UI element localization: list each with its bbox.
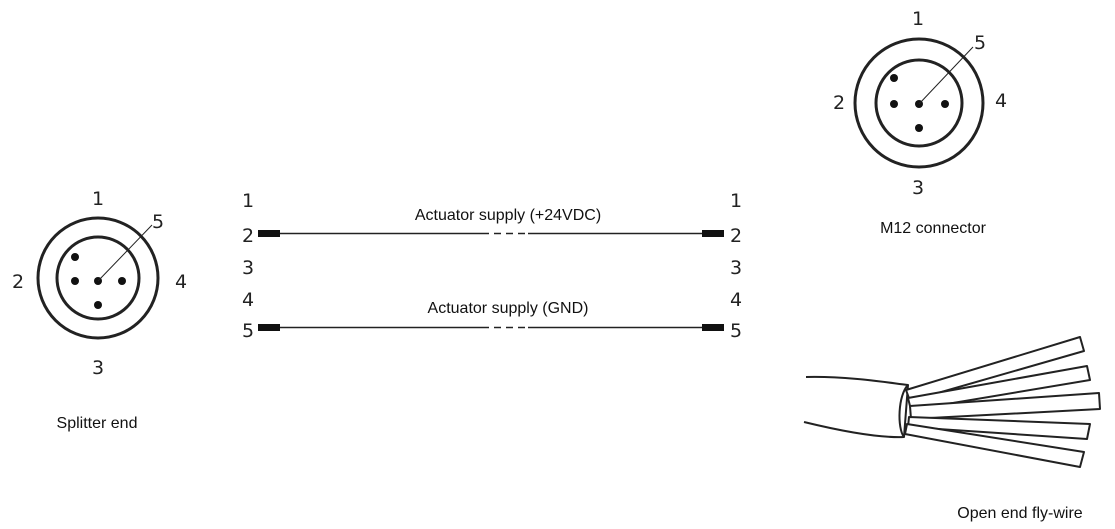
m12-connector: 1 5 2 4 3 M12 connector <box>833 8 1007 237</box>
m12-inner-ring <box>874 58 964 148</box>
flywire-wire-3 <box>909 392 1101 420</box>
wire-pin5: Actuator supply (GND) <box>258 300 724 331</box>
wire-pin5-label: Actuator supply (GND) <box>428 300 589 317</box>
right-pin-5: 5 <box>730 320 742 342</box>
m12-pin-dot-1 <box>890 74 898 82</box>
left-pin-2: 2 <box>242 225 254 247</box>
flywire-caption: Open end fly-wire <box>957 505 1082 522</box>
left-pin-1: 1 <box>242 190 254 212</box>
m12-pin-label-3: 3 <box>912 177 924 199</box>
splitter-inner-ring <box>55 235 141 321</box>
splitter-pin-label-4: 4 <box>175 271 187 293</box>
flywire-illustration: Open end fly-wire <box>803 336 1101 522</box>
splitter-pin-dot-4 <box>118 277 126 285</box>
splitter-pin-label-3: 3 <box>92 357 104 379</box>
flywire-jacket-end <box>898 384 909 438</box>
wire-pin2-label: Actuator supply (+24VDC) <box>415 207 601 224</box>
splitter-caption: Splitter end <box>57 415 138 432</box>
splitter-pin5-leader <box>97 224 153 282</box>
splitter-pin-dot-2 <box>71 277 79 285</box>
wire-pin2: Actuator supply (+24VDC) <box>258 207 724 237</box>
m12-outer-ring <box>853 37 985 169</box>
m12-pin5-leader <box>918 46 974 105</box>
splitter-connector: 1 5 2 4 3 Splitter end <box>12 188 187 432</box>
wiring-table: 1 2 3 4 5 1 2 3 4 5 Actuator supply (+24… <box>242 190 742 342</box>
right-pin-4: 4 <box>730 289 742 311</box>
flywire-cable-jacket <box>803 375 909 439</box>
wire-pin2-left-terminal <box>258 230 280 237</box>
right-pin-1: 1 <box>730 190 742 212</box>
right-pin-2: 2 <box>730 225 742 247</box>
wire-pin5-left-terminal <box>258 324 280 331</box>
m12-pin-dot-3 <box>915 124 923 132</box>
m12-pin-label-5: 5 <box>974 32 986 54</box>
m12-pin-label-2: 2 <box>833 92 845 114</box>
splitter-pin-dot-3 <box>94 301 102 309</box>
wire-pin2-right-terminal <box>702 230 724 237</box>
splitter-pin-label-5: 5 <box>152 211 164 233</box>
m12-caption: M12 connector <box>880 220 987 237</box>
splitter-outer-ring <box>36 216 160 340</box>
splitter-pin-label-2: 2 <box>12 271 24 293</box>
m12-pin-dot-2 <box>890 100 898 108</box>
left-pin-3: 3 <box>242 257 254 279</box>
left-pin-5: 5 <box>242 320 254 342</box>
wire-pin5-right-terminal <box>702 324 724 331</box>
m12-pin-label-4: 4 <box>995 90 1007 112</box>
m12-pin-dot-4 <box>941 100 949 108</box>
flywire-wire-5 <box>904 423 1085 468</box>
splitter-pin-dot-1 <box>71 253 79 261</box>
left-pin-4: 4 <box>242 289 254 311</box>
right-pin-3: 3 <box>730 257 742 279</box>
m12-pin-label-1: 1 <box>912 8 924 30</box>
splitter-pin-label-1: 1 <box>92 188 104 210</box>
